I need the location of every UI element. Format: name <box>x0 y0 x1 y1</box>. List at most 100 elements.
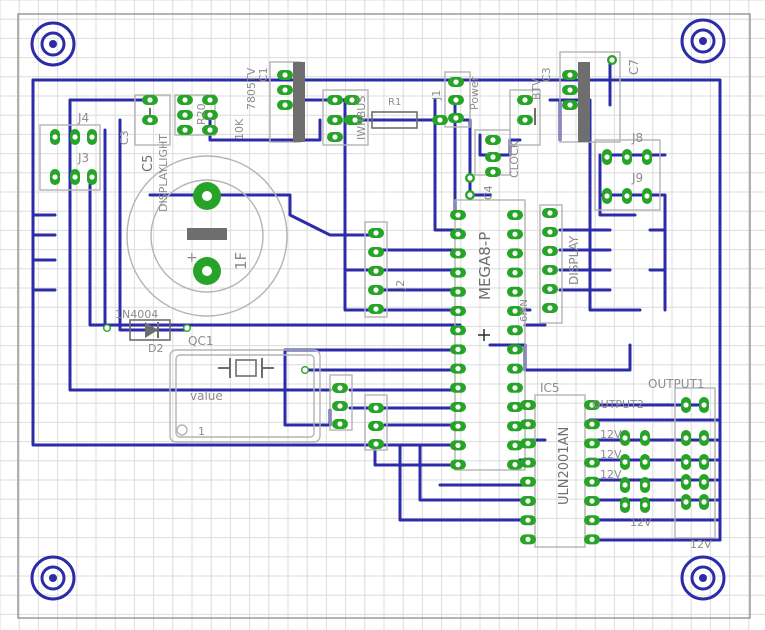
silkscreen <box>39 51 716 548</box>
pad-hole <box>512 231 518 237</box>
pad-hole <box>547 305 553 311</box>
pad-hole <box>604 154 610 160</box>
label-j8: J8 <box>631 131 643 145</box>
pad-hole <box>455 385 461 391</box>
pad-hole <box>589 536 595 543</box>
pad-hole <box>373 268 379 274</box>
pad-hole <box>525 479 531 485</box>
label-j4: J4 <box>77 111 89 125</box>
pad-hole <box>282 102 288 108</box>
pad-hole <box>609 57 615 63</box>
pad-hole <box>337 421 343 427</box>
label-bus: IWRBUS <box>355 96 368 140</box>
label-10k: 10K <box>233 118 246 140</box>
pad-hole <box>512 346 518 352</box>
label-j1: J1 <box>430 90 443 101</box>
pad-hole <box>547 229 553 235</box>
label-c3-right: C3 <box>540 67 553 82</box>
pad-hole <box>337 385 343 391</box>
pad-hole <box>525 460 531 466</box>
pad-hole <box>644 193 650 199</box>
pad-hole <box>522 97 528 103</box>
pad-hole <box>282 72 288 78</box>
pad-hole <box>683 402 689 408</box>
pad-hole <box>622 482 628 488</box>
label-12v-5: 12V <box>690 538 712 551</box>
pad-hole <box>567 87 573 93</box>
component-pads <box>50 55 709 545</box>
label-crystal-value: value <box>190 389 223 403</box>
pad-hole <box>624 154 630 160</box>
pad-hole <box>525 440 531 446</box>
pad-hole <box>455 366 461 372</box>
pad-hole <box>455 423 461 429</box>
pad-hole <box>52 174 58 180</box>
pad-hole <box>604 193 610 199</box>
pad-hole <box>72 174 78 180</box>
label-j2: J2 <box>394 280 407 291</box>
pad-hole <box>589 440 595 446</box>
label-j9: J9 <box>631 171 643 185</box>
mounting-hole-top-right <box>680 18 726 64</box>
label-1f: 1F <box>232 252 250 270</box>
pad-hole <box>455 442 461 448</box>
pad-hole <box>373 405 379 411</box>
pad-hole <box>512 270 518 276</box>
pad-hole <box>701 479 707 485</box>
label-ic5: IC5 <box>540 381 560 395</box>
pad-hole <box>622 435 628 441</box>
pad-hole <box>453 79 459 85</box>
label-r20: R20 <box>195 103 208 125</box>
mounting-hole-top-left <box>30 21 76 67</box>
label-display: DISPLAY <box>567 235 581 285</box>
pad-hole <box>455 404 461 410</box>
pad-hole <box>589 402 595 408</box>
label-qc1: QC1 <box>188 334 213 348</box>
label-d2: D2 <box>148 342 163 355</box>
pad-hole <box>453 97 459 103</box>
copper-traces <box>31 58 722 542</box>
pad-hole <box>642 435 648 441</box>
label-btv: BTV <box>530 78 543 100</box>
label-uln2001an: ULN2001AN <box>557 427 572 505</box>
pad-hole <box>701 499 707 505</box>
pad-hole <box>567 72 573 78</box>
pad-hole <box>622 459 628 465</box>
label-12v-2: 12V <box>600 448 622 461</box>
pad-hole <box>547 248 553 254</box>
pad-hole <box>490 137 496 143</box>
pad-hole <box>182 97 188 103</box>
label-c5: C5 <box>141 155 156 172</box>
pad-hole <box>512 442 518 448</box>
pad-hole <box>490 154 496 160</box>
label-12v-1: 12V <box>600 428 622 441</box>
pad-hole <box>490 169 496 175</box>
pad-hole <box>467 192 473 198</box>
pad-hole <box>72 134 78 140</box>
pad-hole <box>455 270 461 276</box>
label-c1: C1 <box>257 67 270 82</box>
pad-hole <box>373 287 379 293</box>
label-output2: OUTPUT2 <box>592 398 644 411</box>
label-12v-4: 12V <box>630 516 652 529</box>
pad-hole <box>455 212 461 218</box>
pad-hole <box>352 117 358 123</box>
pad-hole <box>455 308 461 314</box>
label-power: Power <box>468 76 481 110</box>
pad-hole <box>373 441 379 447</box>
pad-hole <box>184 325 190 331</box>
pad-hole <box>589 421 595 427</box>
pad-hole <box>512 404 518 410</box>
label-crystal-pin: 1 <box>198 425 205 438</box>
pad-hole <box>207 112 213 118</box>
pad-hole <box>207 127 213 133</box>
pad-hole <box>512 366 518 372</box>
pad-hole <box>512 423 518 429</box>
pad-hole <box>512 462 518 468</box>
pad-hole <box>683 499 689 505</box>
pad-hole <box>589 460 595 466</box>
pad-hole <box>182 112 188 118</box>
mounting-hole-bottom-right <box>680 555 726 601</box>
pad-hole <box>89 174 95 180</box>
